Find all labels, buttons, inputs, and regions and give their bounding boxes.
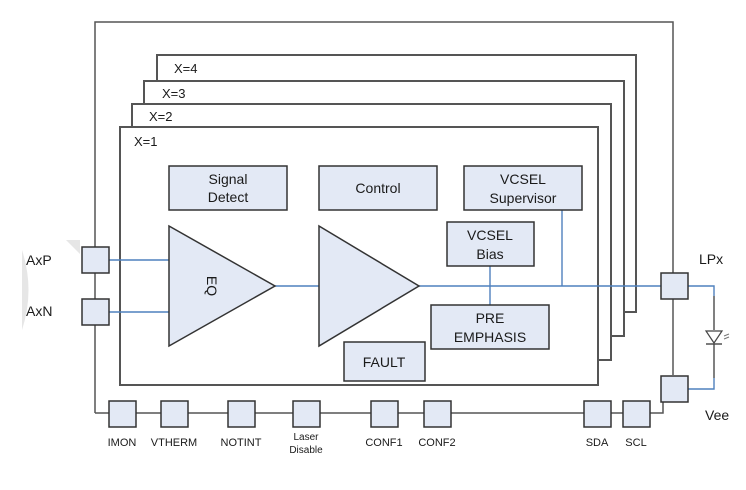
pre-emphasis-label-line1: PRE <box>476 310 505 326</box>
channel-layer-3-label: X=3 <box>162 86 186 101</box>
vcsel-supervisor-label-line2: Supervisor <box>490 190 557 206</box>
vcsel-supervisor-label-line1: VCSEL <box>500 171 546 187</box>
signal-detect-label-line1: Signal <box>209 171 248 187</box>
bottom-pin-box <box>108 400 137 428</box>
pre-emphasis-block: PRE EMPHASIS <box>430 304 550 350</box>
signal-detect-label-line2: Detect <box>208 189 249 205</box>
bottom-pin: IMON <box>108 400 137 449</box>
eq-amplifier: EQ <box>168 224 277 348</box>
bottom-pin: SCL <box>622 400 651 449</box>
pin-axn: AxN <box>26 298 110 326</box>
pin-lpx-label: LPx <box>699 251 723 267</box>
bottom-pin-label: SDA <box>586 437 609 449</box>
vcsel-bias-label-line1: VCSEL <box>467 227 513 243</box>
bottom-pin-bus <box>95 400 664 414</box>
pin-vee: Vee <box>660 375 729 423</box>
bottom-pin-label: CONF1 <box>365 437 402 449</box>
bottom-pin-box <box>292 400 321 428</box>
vcsel-diode-icon <box>704 330 730 345</box>
bottom-pin-label: CONF2 <box>418 437 455 449</box>
fault-block: FAULT <box>343 341 426 382</box>
vcsel-supervisor-block: VCSEL Supervisor <box>463 165 583 211</box>
bottom-pin: VTHERM <box>151 400 197 449</box>
page-shadow-corner <box>66 240 80 254</box>
bottom-pin-label: Disable <box>289 445 323 456</box>
pin-axp: AxP <box>26 246 110 274</box>
bottom-pin-box <box>622 400 651 428</box>
signal-detect-block: Signal Detect <box>168 165 288 211</box>
vcsel-bias-label-line2: Bias <box>476 246 503 262</box>
channel-layer-1-label: X=1 <box>134 134 158 149</box>
bottom-pin: CONF1 <box>365 400 403 449</box>
bottom-pin-box <box>227 400 256 428</box>
bottom-pin-label: NOTINT <box>221 437 262 449</box>
bottom-pin: SDA <box>583 400 612 449</box>
control-label: Control <box>355 180 400 196</box>
wire-driver-to-lpx <box>419 285 715 296</box>
channel-layer-2-label: X=2 <box>149 109 173 124</box>
pre-emphasis-label-line2: EMPHASIS <box>454 329 526 345</box>
channel-layer-4-label: X=4 <box>174 61 198 76</box>
pin-axn-label: AxN <box>26 303 52 319</box>
bottom-pin-label: VTHERM <box>151 437 197 449</box>
vcsel-bias-block: VCSEL Bias <box>446 221 535 267</box>
pin-axp-label: AxP <box>26 252 52 268</box>
bottom-pin-box <box>583 400 612 428</box>
page-shadow <box>22 250 29 330</box>
driver-amplifier <box>318 224 421 348</box>
fault-label: FAULT <box>363 354 406 370</box>
bottom-pin-box <box>160 400 189 428</box>
bottom-pin: NOTINT <box>221 400 262 449</box>
control-block: Control <box>318 165 438 211</box>
eq-amplifier-label: EQ <box>204 276 220 296</box>
bottom-pin: CONF2 <box>418 400 456 449</box>
bottom-pin-label: IMON <box>108 437 137 449</box>
bottom-pin-label: SCL <box>625 437 646 449</box>
outer-frame <box>94 21 674 413</box>
bottom-pin-box <box>423 400 452 428</box>
pin-lpx: LPx <box>660 251 723 300</box>
pin-vee-label: Vee <box>705 407 729 423</box>
bottom-pin-label: Laser <box>293 432 319 443</box>
bottom-pin-box <box>370 400 399 428</box>
